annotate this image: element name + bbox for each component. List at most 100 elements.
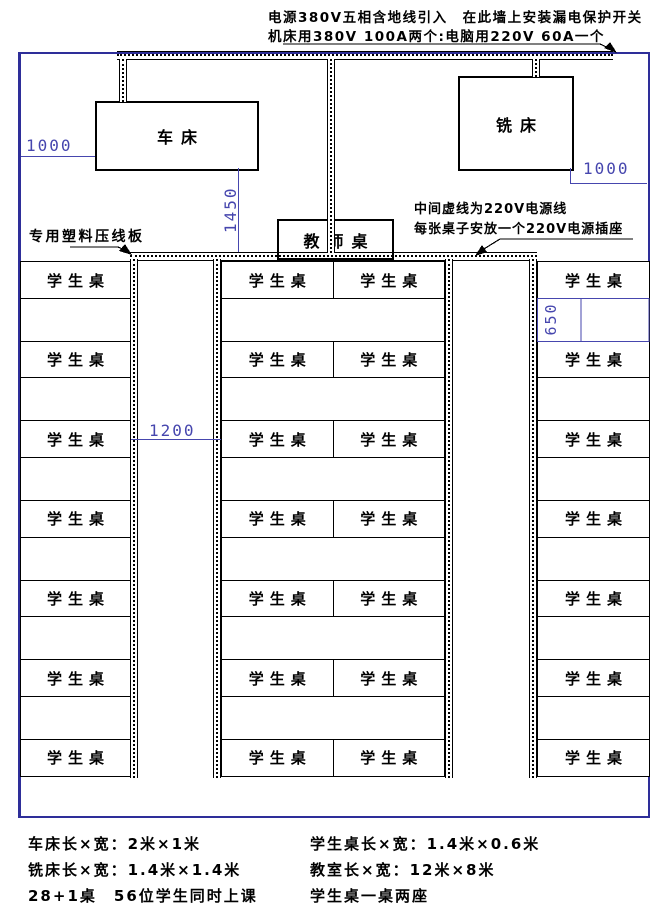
student-desk-label: 学生桌 — [564, 271, 628, 290]
student-desk-row: 学生桌 — [20, 659, 131, 698]
student-desk-row: 学生桌学生桌 — [221, 499, 445, 538]
teacher-desk-label: 教师桌 — [303, 231, 376, 251]
student-desk-label: 学生桌 — [248, 590, 312, 608]
student-desk-label: 学生桌 — [248, 430, 312, 449]
center-power-feed-duct — [327, 59, 335, 253]
lathe-power-feed-duct — [119, 59, 127, 102]
student-desk-row: 学生桌 学生桌 — [221, 261, 445, 299]
student-desk-row: 学生桌 — [537, 261, 650, 299]
aisle-duct-left-1 — [130, 259, 138, 778]
student-desk-row: 学生桌 学生桌 — [221, 579, 445, 618]
dim-label-lathe-below: 1450 — [221, 186, 240, 233]
student-desk: 学生桌 — [21, 660, 130, 696]
student-desk: 学生桌 — [21, 501, 130, 537]
student-desk: 学生桌 — [222, 581, 333, 617]
student-desk-label: 学生桌 — [248, 669, 312, 688]
student-desk: 学生桌 — [538, 740, 649, 776]
power-line-note: 中间虚线为220V电源线 — [414, 202, 568, 217]
dim-label-lathe-left: 1000 — [26, 136, 73, 155]
student-desk-label: 学生桌 — [46, 430, 110, 449]
leader-socket-note — [478, 238, 633, 253]
student-desk-label: 学生桌 — [46, 669, 110, 688]
wire-board-note: 专用塑料压线板 — [29, 229, 145, 245]
student-desk-label: 学生桌 — [46, 510, 110, 529]
wall-top — [18, 52, 650, 54]
dim-label-mill-right: 1000 — [583, 159, 630, 178]
desk-gap-row — [537, 377, 650, 422]
desk-gap-row — [20, 536, 131, 581]
student-desk-label: 学生桌 — [360, 590, 424, 608]
aisle-duct-left-2 — [213, 259, 221, 778]
student-desk: 学生桌 — [222, 421, 333, 457]
desk-gap-row — [221, 297, 445, 342]
student-desk-row: 学生桌 — [537, 340, 650, 379]
power-supply-note-line2: 机床用380V 100A两个:电脑用220V 60A一个 — [268, 29, 605, 45]
student-desk: 学生桌 — [538, 660, 649, 696]
student-desk: 学生桌 — [332, 500, 445, 537]
aisle-duct-right-2 — [529, 259, 537, 778]
student-desk: 学生桌 — [21, 581, 130, 617]
student-desk-row: 学生桌 学生桌 — [221, 738, 445, 777]
student-desk-label: 学生桌 — [46, 271, 110, 290]
dim-line-mill-right-1000 — [569, 168, 647, 185]
student-desk-row: 学生桌 — [20, 420, 131, 459]
student-desk-label: 学生桌 — [564, 669, 628, 688]
student-desk-label: 学生桌 — [360, 510, 424, 529]
student-desk: 学生桌 — [21, 421, 130, 457]
desk-gap-row — [537, 616, 650, 661]
mill-power-feed-duct — [532, 59, 540, 77]
student-desk: 学生桌 — [222, 740, 333, 776]
student-desk-row: 学生桌 — [20, 738, 131, 777]
student-desk: 学生桌 — [538, 421, 649, 457]
student-desk-row: 学生桌 — [20, 499, 131, 538]
student-desk-label: 学生桌 — [360, 351, 424, 370]
student-desk: 学生桌 — [332, 262, 445, 298]
student-desk-label: 学生桌 — [46, 590, 110, 608]
arrow-socket-note — [475, 245, 487, 256]
student-desk: 学生桌 — [538, 342, 649, 378]
socket-note: 每张桌子安放一个220V电源插座 — [414, 222, 624, 237]
power-supply-note-line1: 电源380V五相含地线引入 在此墙上安装漏电保护开关 — [268, 10, 643, 26]
student-desk-row: 学生桌 — [20, 579, 131, 618]
student-desk-label: 学生桌 — [360, 271, 424, 290]
desk-gap-row — [20, 616, 131, 661]
student-desk: 学生桌 — [222, 262, 333, 298]
student-desk: 学生桌 — [21, 342, 130, 378]
desk-column-right: 学生桌学生桌学生桌学生桌学生桌学生桌学生桌 — [537, 261, 650, 777]
student-desk-label: 学生桌 — [248, 271, 312, 290]
legend-seats-per-desk: 学生桌一桌两座 — [310, 887, 430, 905]
desk-gap-row — [221, 457, 445, 502]
student-desk-label: 学生桌 — [564, 510, 628, 529]
student-desk-row: 学生桌学生桌 — [221, 659, 445, 698]
lathe-box: 车床 — [95, 101, 259, 171]
student-desk: 学生桌 — [332, 739, 445, 776]
desk-column-left: 学生桌学生桌学生桌学生桌学生桌学生桌学生桌 — [20, 261, 131, 777]
desk-gap-row — [537, 457, 650, 502]
student-desk: 学生桌 — [21, 740, 130, 776]
desk-gap-row — [221, 536, 445, 581]
student-desk-label: 学生桌 — [248, 351, 312, 370]
desk-gap-row — [221, 695, 445, 740]
legend-student-desk-size: 学生桌长×宽：1.4米×0.6米 — [310, 835, 541, 853]
desk-gap-row — [20, 297, 131, 342]
legend-lathe-size: 车床长×宽：2米×1米 — [28, 835, 202, 853]
student-desk: 学生桌 — [21, 262, 130, 298]
student-desk-label: 学生桌 — [248, 749, 312, 768]
mill-label: 铣床 — [495, 115, 544, 135]
legend-classroom-size: 教室长×宽：12米×8米 — [310, 861, 496, 879]
student-desk-label: 学生桌 — [46, 749, 110, 768]
student-desk-row: 学生桌 — [537, 659, 650, 698]
student-desk-label: 学生桌 — [46, 351, 110, 370]
arrow-wire-board — [119, 244, 132, 255]
student-desk-row: 学生桌 — [537, 738, 650, 777]
student-desk-label: 学生桌 — [564, 590, 628, 608]
desk-gap-row — [221, 377, 445, 422]
legend-desk-count: 28+1桌 56位学生同时上课 — [28, 887, 258, 905]
student-desk: 学生桌 — [538, 501, 649, 537]
legend-mill-size: 铣床长×宽：1.4米×1.4米 — [28, 861, 242, 879]
desk-gap-row — [537, 536, 650, 581]
student-desk: 学生桌 — [332, 421, 445, 458]
student-desk: 学生桌 — [222, 342, 333, 378]
